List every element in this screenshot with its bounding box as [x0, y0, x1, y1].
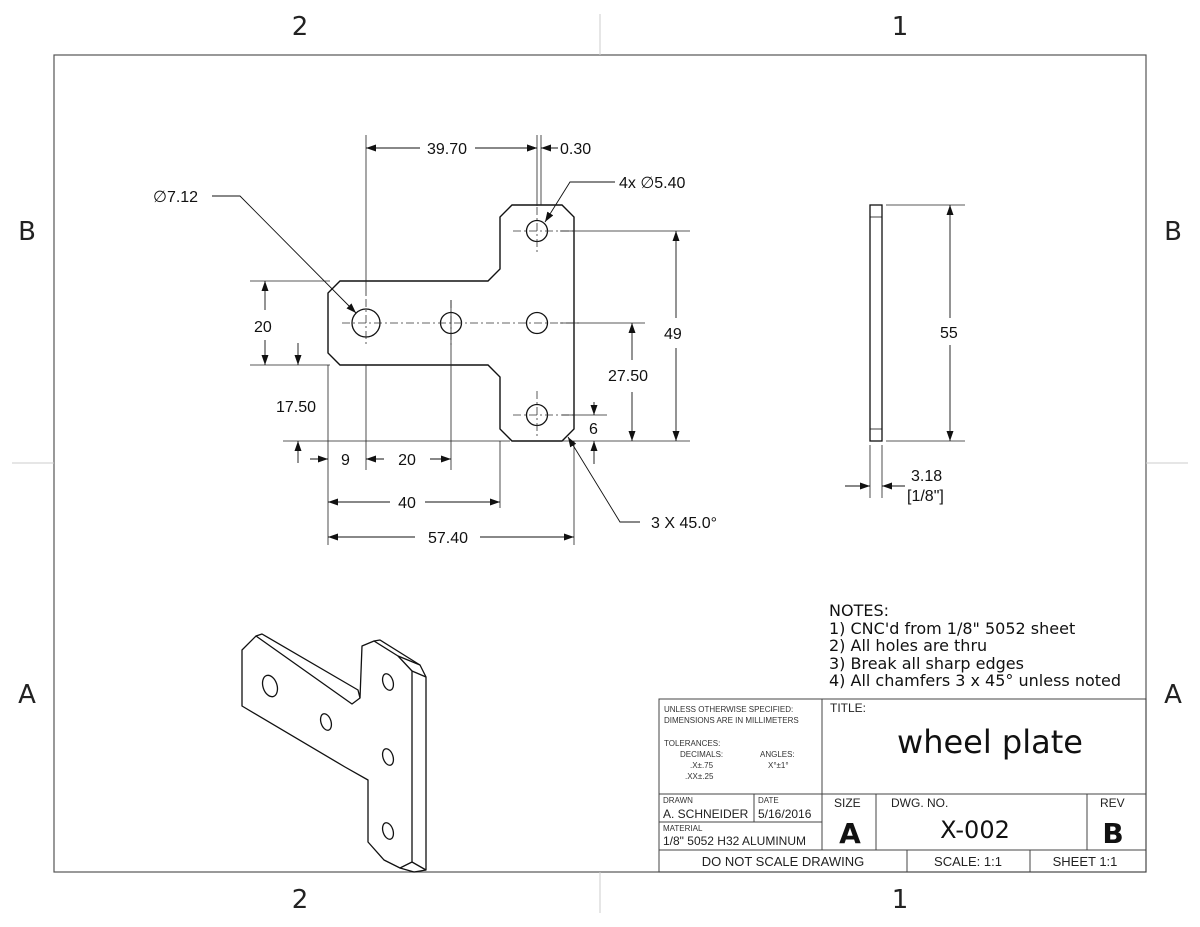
dim-6: 6 [589, 421, 598, 438]
material-value: 1/8" 5052 H32 ALUMINUM [663, 834, 806, 848]
iso-thickness-top [373, 639, 427, 871]
zone-top-2: 2 [292, 12, 309, 42]
dimension-text: 39.70 0.30 ∅7.12 4x ∅5.40 20 49 27.50 17… [153, 141, 717, 547]
dim-17-50: 17.50 [276, 399, 316, 416]
title-block: UNLESS OTHERWISE SPECIFIED: DIMENSIONS A… [658, 698, 1147, 873]
date-label: DATE [758, 796, 779, 805]
zone-left-b: B [18, 217, 36, 247]
sheet-value: SHEET 1:1 [1053, 854, 1118, 869]
sheet-border [12, 14, 1188, 913]
dim-55: 55 [940, 325, 958, 342]
zone-left-a: A [18, 680, 36, 710]
hole-right-mid [525, 311, 549, 335]
no-scale-note: DO NOT SCALE DRAWING [702, 854, 865, 869]
rev-label: REV [1100, 796, 1125, 810]
dim-39-70: 39.70 [427, 141, 467, 158]
zone-bottom-2: 2 [292, 885, 309, 915]
zone-right-a: A [1164, 680, 1182, 710]
drawing-title: wheel plate [897, 723, 1083, 761]
dim-49: 49 [664, 326, 682, 343]
dim-57-40: 57.40 [428, 530, 468, 547]
tolerances-label: TOLERANCES: [664, 739, 720, 748]
dim-9: 9 [341, 452, 350, 469]
isometric-view [241, 633, 427, 873]
date-value: 5/16/2016 [758, 807, 812, 821]
leaders [212, 181, 640, 523]
iso-hole-bottom [381, 822, 395, 840]
dimension-lines [261, 144, 680, 541]
dim-3-18: 3.18 [911, 468, 942, 485]
notes-heading: NOTES: [829, 601, 889, 620]
note-1: 1) CNC'd from 1/8" 5052 sheet [829, 618, 1076, 638]
front-view: 39.70 0.30 ∅7.12 4x ∅5.40 20 49 27.50 17… [153, 135, 717, 547]
dim-20-horiz: 20 [398, 452, 416, 469]
dim-0-30: 0.30 [560, 141, 591, 158]
drawn-label: DRAWN [663, 796, 693, 805]
extension-lines [250, 135, 690, 545]
note-4: 4) All chamfers 3 x 45° unless noted [829, 671, 1122, 690]
iso-hole-right-mid [381, 748, 395, 766]
note-3: 3) Break all sharp edges [829, 653, 1024, 673]
dwg-no-label: DWG. NO. [891, 796, 948, 810]
decimals-2: .XX±.25 [685, 772, 714, 781]
spec-line2: DIMENSIONS ARE IN MILLIMETERS [664, 716, 799, 725]
zone-top-1: 1 [892, 12, 909, 42]
angles-value: X°±1° [768, 761, 789, 770]
iso-hole-large [261, 674, 279, 698]
rev-value: B [1102, 817, 1123, 850]
dim-1-8-inch: [1/8"] [907, 488, 944, 505]
zone-right-b: B [1164, 217, 1182, 247]
side-profile [869, 204, 883, 442]
center-lines [342, 207, 580, 439]
dim-chamfer: 3 X 45.0° [651, 515, 717, 532]
side-view: 55 3.18 [1/8"] [845, 204, 965, 505]
dim-27-50: 27.50 [608, 368, 648, 385]
decimals-1: .X±.75 [690, 761, 714, 770]
iso-back-edge [255, 633, 361, 699]
iso-hole-top [381, 673, 395, 691]
zone-labels: 2 1 2 1 B B A A [18, 12, 1182, 915]
dim-20-vert: 20 [254, 319, 272, 336]
note-2: 2) All holes are thru [829, 636, 988, 655]
iso-hole-mid [319, 713, 333, 731]
angles-label: ANGLES: [760, 750, 795, 759]
dim-hole-large: ∅7.12 [153, 189, 198, 206]
dwg-no-value: X-002 [940, 816, 1010, 844]
dim-hole-small: 4x ∅5.40 [619, 175, 686, 192]
notes-block: NOTES: 1) CNC'd from 1/8" 5052 sheet 2) … [829, 602, 1121, 690]
iso-front-face [241, 635, 413, 869]
drawn-by: A. SCHNEIDER [663, 807, 749, 821]
zone-bottom-1: 1 [892, 885, 909, 915]
material-label: MATERIAL [663, 824, 703, 833]
size-label: SIZE [834, 796, 861, 810]
decimals-label: DECIMALS: [680, 750, 723, 759]
spec-line1: UNLESS OTHERWISE SPECIFIED: [664, 705, 793, 714]
size-value: A [839, 817, 861, 850]
dim-40: 40 [398, 495, 416, 512]
title-label: TITLE: [830, 701, 866, 715]
scale-value: SCALE: 1:1 [934, 854, 1002, 869]
